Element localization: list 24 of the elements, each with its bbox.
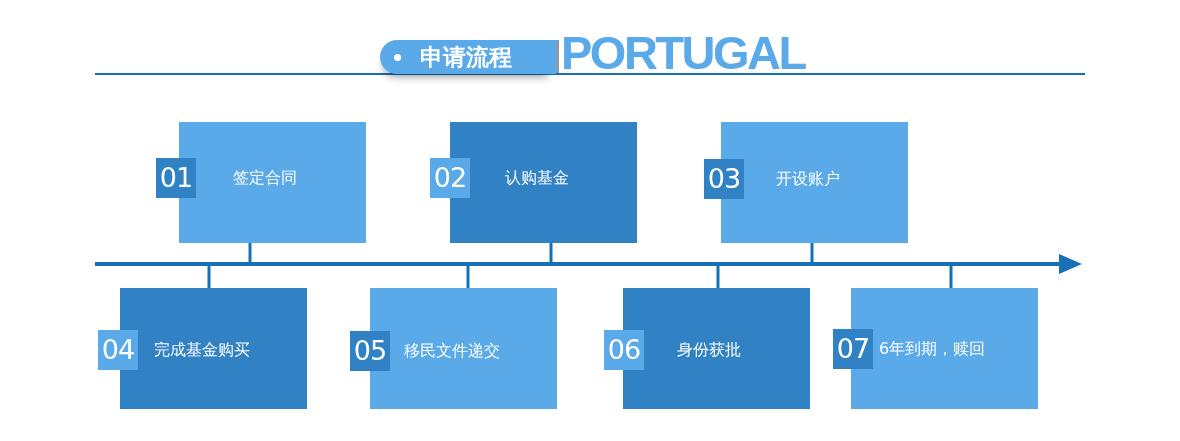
step-number: 06 <box>604 330 644 370</box>
heading-text: PORTUGAL <box>561 31 805 75</box>
step-label: 6年到期，赎回 <box>879 339 986 359</box>
stem-line <box>949 266 953 288</box>
step-label: 完成基金购买 <box>154 340 250 360</box>
step-number: 07 <box>833 329 873 369</box>
step-number: 03 <box>704 159 744 199</box>
stem-line <box>716 266 720 288</box>
stem-line <box>466 266 470 288</box>
step-label: 身份获批 <box>677 340 741 360</box>
stem-line <box>810 243 814 262</box>
stem-line <box>207 266 211 288</box>
step-label: 签定合同 <box>233 168 297 188</box>
step-number: 02 <box>430 158 470 198</box>
step-label: 开设账户 <box>776 169 840 189</box>
title-text: 申请流程 <box>420 43 512 72</box>
stem-line <box>549 243 553 262</box>
step-number: 01 <box>156 158 196 198</box>
step-number: 04 <box>98 330 138 370</box>
step-label: 移民文件递交 <box>404 341 500 361</box>
timeline-arrow <box>95 254 1082 274</box>
step-label: 认购基金 <box>505 168 569 188</box>
step-number: 05 <box>350 331 390 371</box>
stem-line <box>248 243 252 262</box>
